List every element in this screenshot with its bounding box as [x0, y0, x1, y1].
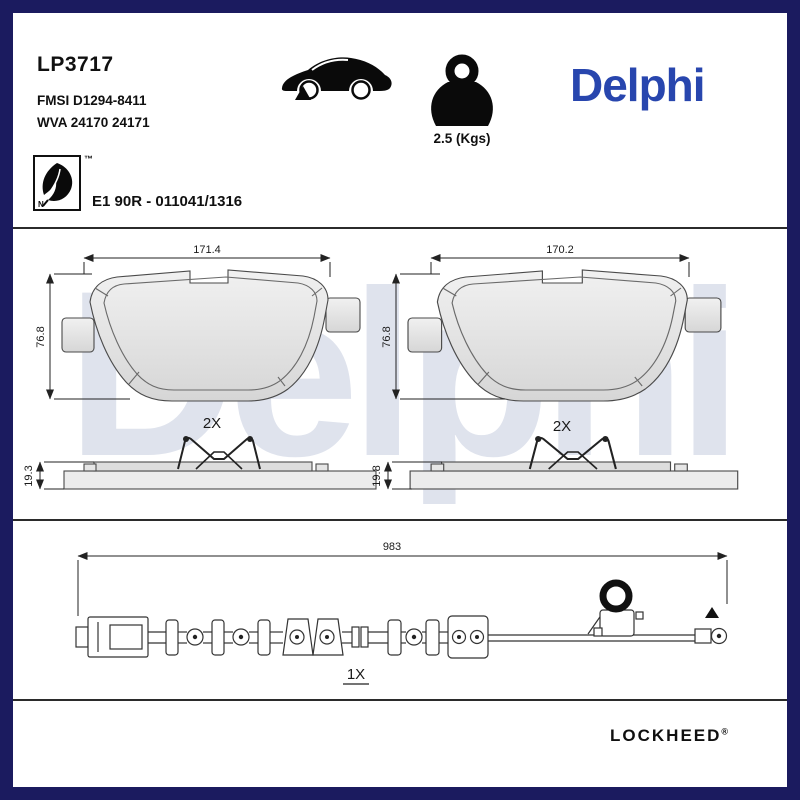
weight-icon [431, 54, 493, 126]
lockheed-brand: LOCKHEED® [610, 726, 728, 746]
pad-right-width-dim: 170.2 [546, 244, 574, 256]
eco-n-label: N [38, 200, 44, 208]
leaf-icon: N [38, 163, 73, 209]
wear-sensor-drawing [75, 552, 728, 659]
part-number: LP3717 [37, 53, 114, 76]
sensor-length-dim: 983 [383, 541, 401, 553]
pad-left-quantity: 2X [203, 415, 221, 432]
delphi-brand-logo: Delphi [570, 59, 706, 111]
pad-right-dimensions [384, 254, 690, 490]
pad-left-front-view [61, 269, 361, 402]
pad-right-views [407, 269, 739, 490]
pad-left-width-dim: 171.4 [193, 244, 221, 256]
pad-right-quantity: 2X [553, 418, 571, 435]
pad-left-side-view [63, 436, 377, 490]
car-icon [281, 57, 392, 100]
front-axle-marker-icon [295, 86, 311, 100]
eco-trademark: ™ [84, 154, 93, 164]
divider-bottom [13, 699, 787, 701]
fmsi-code: FMSI D1294-8411 [37, 93, 147, 108]
pad-left-height-dim: 76.8 [35, 326, 47, 347]
divider-middle [13, 519, 787, 521]
eco-mark-box: N [33, 155, 81, 211]
approval-code: E1 90R - 011041/1316 [92, 193, 243, 210]
pad-left-thickness-dim: 19.3 [23, 465, 35, 486]
pad-right-thickness-dim: 19.8 [371, 465, 383, 486]
divider-top [13, 227, 787, 229]
pad-right-height-dim: 76.8 [381, 326, 393, 347]
wva-code: WVA 24170 24171 [37, 115, 150, 130]
pad-left-dimensions [36, 254, 331, 490]
lockheed-text: LOCKHEED [610, 726, 722, 745]
weight-value: 2.5 (Kgs) [433, 131, 491, 146]
registered-mark: ® [721, 726, 729, 737]
sensor-quantity: 1X [347, 666, 365, 683]
